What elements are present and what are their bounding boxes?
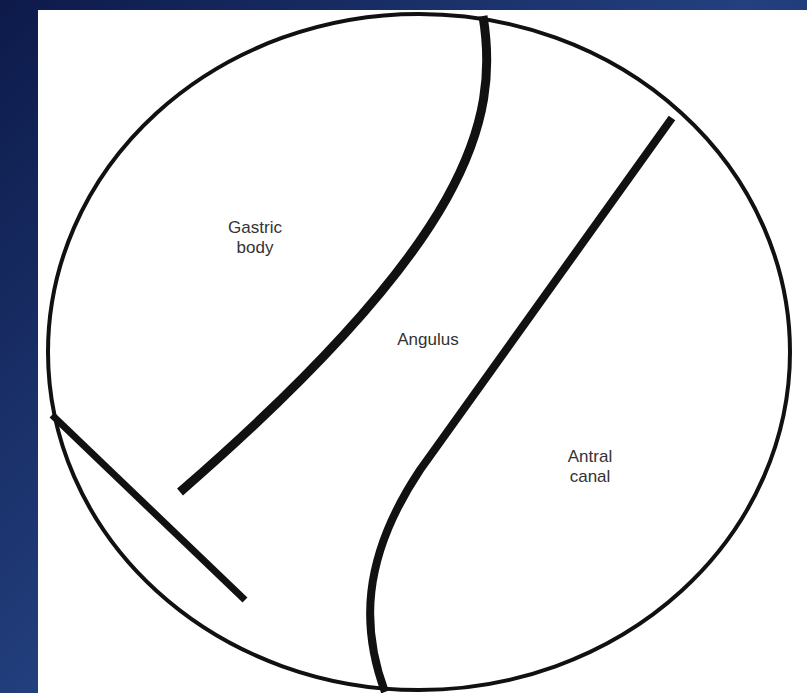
region-label: Angulus xyxy=(373,330,483,350)
view-circle xyxy=(48,14,790,690)
region-label: Gastric body xyxy=(215,218,295,259)
white-panel xyxy=(38,10,807,693)
region-label: Antral canal xyxy=(550,447,630,488)
fold-line xyxy=(180,16,487,492)
fold-line xyxy=(52,415,245,600)
fold-line xyxy=(370,118,672,692)
